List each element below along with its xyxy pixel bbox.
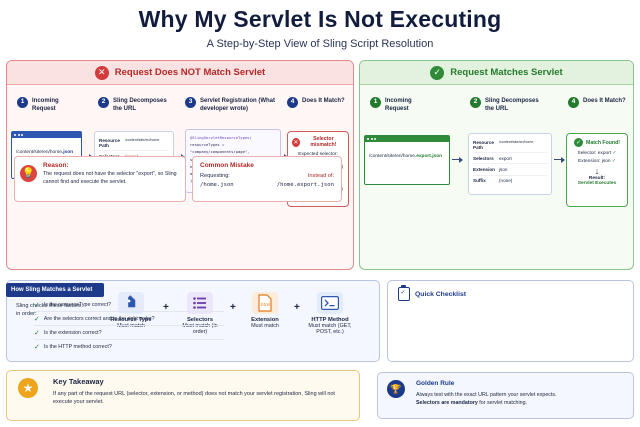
check-icon: ✓ <box>34 316 40 323</box>
left-step-3: 3 Servlet Registration (What developer w… <box>185 97 285 113</box>
left-step-2: 2 Sling Decomposes the URL <box>98 97 178 113</box>
match-title: Request Matches Servlet <box>450 67 563 78</box>
left-request-url: /content/site/en/home.json <box>16 150 74 155</box>
factor-selectors: Selectors Must match (in order) <box>174 292 226 335</box>
check-icon: ✓ <box>34 344 40 351</box>
factor-http-method: HTTP Method Must match (GET, POST, etc.) <box>302 292 358 335</box>
star-icon: ★ <box>18 378 38 398</box>
plus-icon: + <box>230 302 236 313</box>
factor-extension: .html Extension Must match <box>240 292 290 329</box>
clipboard-icon <box>398 285 410 301</box>
check-circle-icon: ✓ <box>430 65 445 80</box>
how-section-desc: Sling checks these factors in order: <box>16 303 81 317</box>
arrow-right-icon <box>452 156 463 163</box>
terminal-icon <box>317 292 343 314</box>
reason-box: 💡 Reason: The request does not have the … <box>14 156 186 202</box>
check-icon: ✓ <box>34 330 40 337</box>
tag-icon <box>118 292 144 314</box>
match-panel: ✓ Request Matches Servlet 1 Incoming Req… <box>359 60 634 270</box>
common-mistake-box: Common Mistake Requesting:Instead of: /h… <box>192 156 342 202</box>
svg-text:.html: .html <box>260 302 271 307</box>
right-browser-window: /content/site/en/home.export.json <box>364 135 450 185</box>
trophy-icon: 🏆 <box>387 380 405 398</box>
key-takeaway: Key Takeaway If any part of the request … <box>6 370 360 421</box>
match-header: ✓ Request Matches Servlet <box>360 61 633 85</box>
left-step-4: 4 Does It Match? <box>287 97 357 108</box>
match-result-card: ✓Match Found! Selector: export ✓ Extensi… <box>566 133 628 207</box>
x-circle-icon: ✕ <box>94 65 109 80</box>
page-subtitle: A Step-by-Step View of Sling Script Reso… <box>206 38 434 50</box>
no-match-header: ✕ Request Does NOT Match Servlet <box>7 61 353 85</box>
lightbulb-icon: 💡 <box>20 165 37 182</box>
checklist-item: ✓Is the extension correct? <box>34 330 102 337</box>
html-file-icon: .html <box>252 292 278 314</box>
factor-resource-type: Resource Type Must match <box>104 292 158 329</box>
checklist-header: Quick Checklist <box>398 285 466 301</box>
checklist-item: ✓Are the selectors correct and in the ri… <box>34 316 155 323</box>
left-step-1: 1 Incoming Request <box>17 97 87 113</box>
arrow-right-icon <box>554 156 565 163</box>
check-icon: ✓ <box>34 302 40 309</box>
page-title: Why My Servlet Is Not Executing <box>138 6 502 32</box>
right-request-url: /content/site/en/home.export.json <box>369 154 443 159</box>
quick-checklist: Quick Checklist <box>387 280 634 362</box>
x-circle-icon: ✕ <box>292 137 300 147</box>
right-step-4: 4 Does It Match? <box>568 97 634 108</box>
golden-rule: Golden Rule Always test with the exact U… <box>377 372 634 419</box>
check-circle-icon: ✓ <box>574 138 583 147</box>
right-step-1: 1 Incoming Request <box>370 97 440 113</box>
checklist-item: ✓Is the resourceType correct? <box>34 302 111 309</box>
how-section-title: How Sling Matches a Servlet <box>6 283 104 297</box>
right-url-decomposition: Resource Path/content/site/en/home Selec… <box>468 133 552 195</box>
plus-icon: + <box>163 302 169 313</box>
browser-titlebar <box>12 132 81 138</box>
checklist-item: ✓Is the HTTP method correct? <box>34 344 112 351</box>
no-match-title: Request Does NOT Match Servlet <box>114 67 266 78</box>
arrow-down-icon: ↓ <box>594 166 600 176</box>
list-icon <box>187 292 213 314</box>
right-step-2: 2 Sling Decomposes the URL <box>470 97 550 113</box>
plus-icon: + <box>294 302 300 313</box>
